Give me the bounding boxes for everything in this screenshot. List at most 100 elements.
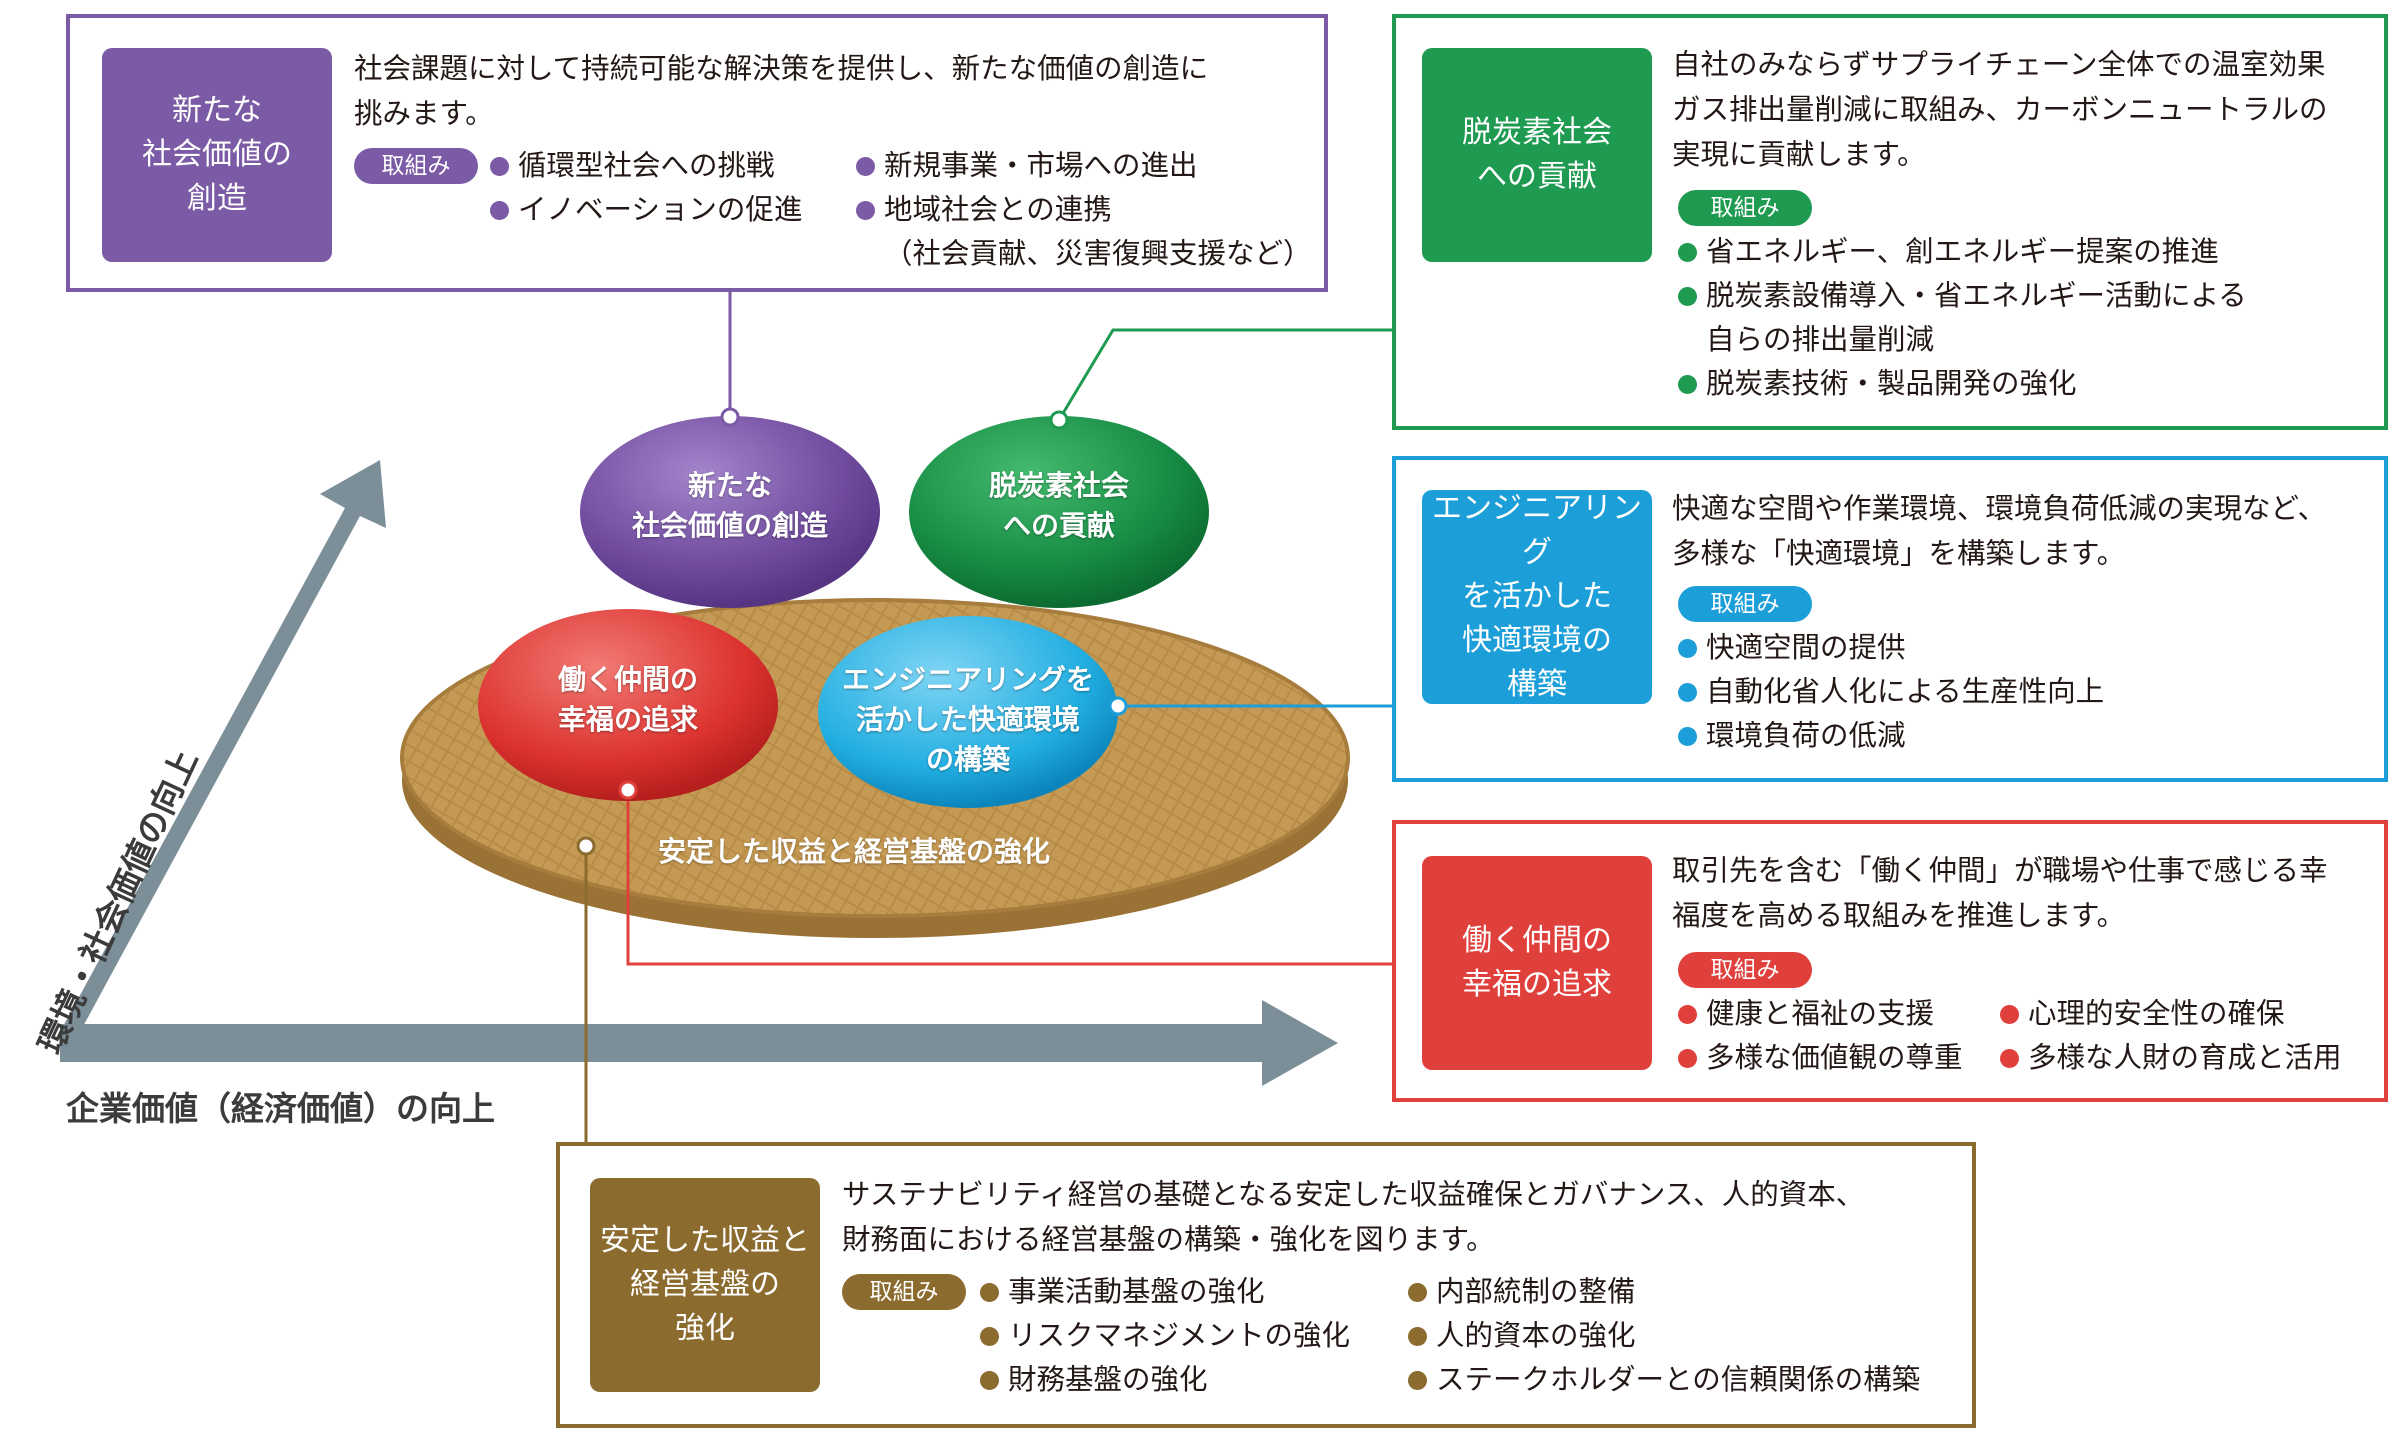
connector-dots xyxy=(576,407,1128,856)
connector-green xyxy=(1057,328,1392,421)
bullet-icon xyxy=(1678,375,1697,394)
initiative-text: ステークホルダーとの信頼関係の構築 xyxy=(1436,1363,1921,1396)
initiative-item: 内部統制の整備 xyxy=(1408,1270,1636,1314)
oval-blue xyxy=(818,616,1118,808)
bullet-icon xyxy=(1408,1371,1427,1390)
initiative-text: 多様な価値観の尊重 xyxy=(1706,1041,1963,1074)
foundation-label: 安定した収益と経営基盤の強化 xyxy=(658,835,1051,868)
connectors xyxy=(584,292,1392,1146)
initiative-item: 省エネルギー、創エネルギー提案の推進 xyxy=(1678,230,2219,274)
initiative-text: 脱炭素設備導入・省エネルギー活動による 自らの排出量削減 xyxy=(1706,279,2247,356)
bullet-icon xyxy=(2000,1005,2019,1024)
initiative-item: 多様な人財の育成と活用 xyxy=(2000,1036,2342,1080)
bullet-icon xyxy=(2000,1049,2019,1068)
axes xyxy=(60,460,1338,1086)
bullet-icon xyxy=(1678,1005,1697,1024)
initiative-text: 脱炭素技術・製品開発の強化 xyxy=(1706,367,2077,400)
bullet-icon xyxy=(490,157,509,176)
panel-title: 安定した収益と 経営基盤の 強化 xyxy=(590,1178,820,1392)
initiative-item: 事業活動基盤の強化 xyxy=(980,1270,1265,1314)
initiative-text: 快適空間の提供 xyxy=(1706,631,1906,664)
initiative-text: 地域社会との連携 （社会貢献、災害復興支援など） xyxy=(884,193,1312,270)
dot-brown xyxy=(576,836,596,856)
initiatives-tag: 取組み xyxy=(1678,190,1812,226)
panel-description: 社会課題に対して持続可能な解決策を提供し、新たな価値の創造に 挑みます。 xyxy=(354,52,1209,130)
initiative-text: 健康と福祉の支援 xyxy=(1706,997,1935,1030)
panel-employee-wellbeing: 働く仲間の 幸福の追求 取引先を含む「働く仲間」が職場や仕事で感じる幸 福度を高… xyxy=(1392,820,2388,1102)
bullet-icon xyxy=(1678,243,1697,262)
initiative-item: 地域社会との連携 （社会貢献、災害復興支援など） xyxy=(856,188,1312,276)
initiative-text: 循環型社会への挑戦 xyxy=(518,149,775,182)
x-axis-label: 企業価値（経済価値）の向上 xyxy=(66,1089,495,1128)
oval-label-purple: 新たな 社会価値の創造 xyxy=(631,469,828,542)
panel-description: 取引先を含む「働く仲間」が職場や仕事で感じる幸 福度を高める取組みを推進します。 xyxy=(1672,854,2328,932)
y-axis-arrow xyxy=(60,460,386,1032)
dot-blue xyxy=(1108,696,1128,716)
bullet-icon xyxy=(856,201,875,220)
panel-decarbonization: 脱炭素社会 への貢献 自社のみならずサプライチェーン全体での温室効果 ガス排出量… xyxy=(1392,14,2388,430)
bullet-icon xyxy=(980,1327,999,1346)
initiative-text: 新規事業・市場への進出 xyxy=(884,149,1198,182)
panel-title: 脱炭素社会 への貢献 xyxy=(1422,48,1652,262)
bullet-icon xyxy=(1678,639,1697,658)
connector-red xyxy=(626,790,1392,966)
initiative-item: 健康と福祉の支援 xyxy=(1678,992,1934,1036)
initiative-text: リスクマネジメントの強化 xyxy=(1008,1319,1351,1352)
initiative-item: 快適空間の提供 xyxy=(1678,626,1906,670)
initiative-text: 自動化省人化による生産性向上 xyxy=(1706,675,2105,708)
initiative-text: 財務基盤の強化 xyxy=(1008,1363,1208,1396)
initiative-item: 新規事業・市場への進出 xyxy=(856,144,1198,188)
bullet-icon xyxy=(1678,683,1697,702)
bullet-icon xyxy=(1678,287,1697,306)
panel-title: エンジニアリング を活かした 快適環境の 構築 xyxy=(1422,490,1652,704)
panel-description: 快適な空間や作業環境、環境負荷低減の実現など、 多様な「快適環境」を構築します。 xyxy=(1672,492,2327,570)
initiative-item: 脱炭素技術・製品開発の強化 xyxy=(1678,362,2077,406)
initiatives-tag: 取組み xyxy=(1678,586,1812,622)
oval-label-green: 脱炭素社会 への貢献 xyxy=(988,469,1129,542)
panel-title: 新たな 社会価値の 創造 xyxy=(102,48,332,262)
initiative-text: 多様な人財の育成と活用 xyxy=(2028,1041,2342,1074)
oval-green xyxy=(909,416,1209,608)
initiative-item: 人的資本の強化 xyxy=(1408,1314,1636,1358)
initiative-item: 循環型社会への挑戦 xyxy=(490,144,775,188)
dot-red xyxy=(618,780,638,800)
panel-stable-foundation: 安定した収益と 経営基盤の 強化 サステナビリティ経営の基礎となる安定した収益確… xyxy=(556,1142,1976,1428)
panel-title: 働く仲間の 幸福の追求 xyxy=(1422,856,1652,1070)
bullet-icon xyxy=(980,1283,999,1302)
panel-description: 自社のみならずサプライチェーン全体での温室効果 ガス排出量削減に取組み、カーボン… xyxy=(1672,48,2328,171)
dot-purple xyxy=(720,407,740,427)
bullet-icon xyxy=(980,1371,999,1390)
initiatives-tag: 取組み xyxy=(354,148,478,184)
initiative-text: 人的資本の強化 xyxy=(1436,1319,1636,1352)
bullet-icon xyxy=(856,157,875,176)
bullet-icon xyxy=(1408,1283,1427,1302)
initiative-item: 財務基盤の強化 xyxy=(980,1358,1208,1402)
initiative-item: 環境負荷の低減 xyxy=(1678,714,1906,758)
initiative-item: 自動化省人化による生産性向上 xyxy=(1678,670,2104,714)
oval-purple xyxy=(580,416,880,608)
bullet-icon xyxy=(1678,727,1697,746)
initiative-text: 内部統制の整備 xyxy=(1436,1275,1636,1308)
initiatives-tag: 取組み xyxy=(842,1274,966,1310)
bullet-icon xyxy=(490,201,509,220)
initiative-text: イノベーションの促進 xyxy=(518,193,803,226)
oval-red xyxy=(478,609,778,801)
initiatives-tag: 取組み xyxy=(1678,952,1812,988)
initiative-item: 多様な価値観の尊重 xyxy=(1678,1036,1963,1080)
value-ovals xyxy=(478,416,1209,808)
initiative-text: 省エネルギー、創エネルギー提案の推進 xyxy=(1706,235,2219,268)
initiative-text: 環境負荷の低減 xyxy=(1706,719,1906,752)
initiative-text: 心理的安全性の確保 xyxy=(2028,997,2285,1030)
x-axis-arrow xyxy=(60,1000,1338,1086)
bullet-icon xyxy=(1408,1327,1427,1346)
panel-description: サステナビリティ経営の基礎となる安定した収益確保とガバナンス、人的資本、 財務面… xyxy=(842,1178,1865,1256)
dot-green xyxy=(1049,410,1069,430)
bullet-icon xyxy=(1678,1049,1697,1068)
panel-comfortable-environment: エンジニアリング を活かした 快適環境の 構築 快適な空間や作業環境、環境負荷低… xyxy=(1392,456,2388,782)
panel-new-social-value: 新たな 社会価値の 創造 社会課題に対して持続可能な解決策を提供し、新たな価値の… xyxy=(66,14,1328,292)
initiative-item: 心理的安全性の確保 xyxy=(2000,992,2285,1036)
initiative-item: イノベーションの促進 xyxy=(490,188,802,232)
oval-label-blue: エンジニアリングを 活かした快適環境 の構築 xyxy=(841,663,1094,776)
